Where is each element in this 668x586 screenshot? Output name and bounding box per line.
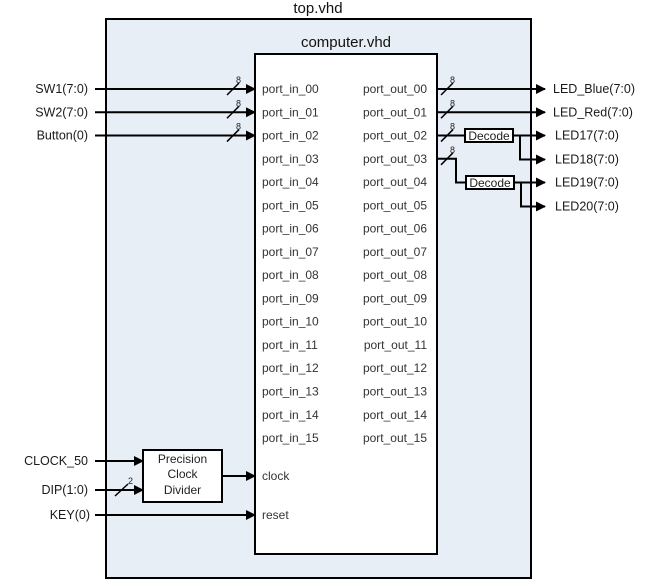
input-bus-slash (226, 105, 240, 119)
top-title: top.vhd (293, 0, 342, 17)
reset-port-label: reset (262, 508, 289, 522)
decoder-output-label: LED20(7:0) (555, 200, 619, 214)
decoder-output-wire (519, 135, 546, 165)
output-port-label: port_out_10 (363, 315, 427, 329)
output-bus-width: 8 (450, 75, 455, 85)
decoder-input-bus-slash (440, 152, 454, 166)
decode-block-label: Decode (469, 176, 511, 190)
clock-divider-block (142, 449, 223, 503)
input-port-label: port_in_10 (262, 315, 319, 329)
input-port-label: port_in_04 (262, 175, 319, 189)
output-port-label: port_out_06 (363, 222, 427, 236)
computer-title: computer.vhd (301, 34, 391, 51)
input-port-label: port_in_06 (262, 222, 319, 236)
output-port-label: port_out_13 (363, 385, 427, 399)
dip-bus-slash (114, 483, 129, 497)
decode-block-label: Decode (468, 129, 510, 143)
input-signal-label: SW2(7:0) (35, 105, 88, 119)
output-port-label: port_out_08 (363, 268, 427, 282)
input-port-label: port_in_03 (262, 152, 319, 166)
output-port-list: port_out_00 port_out_01 port_out_02 port_ou… (363, 82, 427, 445)
input-bus-slash (226, 129, 240, 143)
input-port-label: port_in_14 (262, 408, 319, 422)
dip-label: DIP(1:0) (41, 483, 88, 497)
output-port-label: port_out_00 (363, 82, 427, 96)
decoder-output-wire (520, 182, 546, 212)
output-port-label: port_out_15 (363, 431, 427, 445)
input-port-label: port_in_00 (262, 82, 319, 96)
output-signal-label: LED_Blue(7:0) (553, 82, 635, 96)
input-bus-width: 8 (236, 75, 241, 85)
output-port-label: port_out_11 (364, 338, 427, 352)
decoder-input-bus-width: 8 (450, 145, 455, 155)
decoder-output-label: LED17(7:0) (555, 129, 619, 143)
input-port-label: port_in_15 (262, 431, 319, 445)
input-signal-label: Button(0) (37, 129, 88, 143)
decoder-input-bus-width: 8 (450, 122, 455, 132)
output-port-label: port_out_04 (363, 175, 427, 189)
input-port-list: port_in_00 port_in_01 port_in_02 port_in_03… (262, 82, 319, 445)
input-port-label: port_in_11 (262, 338, 318, 352)
decoder-input-bus-slash (440, 129, 454, 143)
clock-divider-label-3: Divider (164, 483, 201, 497)
dip-bus-width: 2 (128, 476, 133, 486)
input-bus-slash (226, 82, 240, 96)
input-port-label: port_in_01 (262, 105, 319, 119)
input-port-label: port_in_13 (262, 385, 319, 399)
input-port-label: port_in_08 (262, 268, 319, 282)
output-port-label: port_out_12 (363, 361, 427, 375)
output-port-label: port_out_07 (363, 245, 427, 259)
decoder-output-label: LED18(7:0) (555, 153, 619, 167)
computer-entity-box (254, 53, 438, 555)
output-port-label: port_out_02 (363, 129, 427, 143)
key-label: KEY(0) (50, 508, 90, 522)
input-port-label: port_in_12 (262, 361, 319, 375)
output-bus-slash (440, 82, 454, 96)
output-bus-width: 8 (450, 98, 455, 108)
output-port-label: port_out_01 (363, 105, 427, 119)
clock-port-label: clock (262, 469, 290, 483)
output-signal-label: LED_Red(7:0) (553, 105, 633, 119)
output-port-label: port_out_03 (363, 152, 427, 166)
input-port-label: port_in_02 (262, 129, 319, 143)
input-port-label: port_in_09 (262, 291, 319, 305)
decoder-output-label: LED19(7:0) (555, 176, 619, 190)
clock50-label: CLOCK_50 (24, 454, 88, 468)
clock-divider-label-2: Clock (167, 467, 198, 481)
input-bus-width: 8 (236, 122, 241, 132)
input-bus-width: 8 (236, 98, 241, 108)
wiring: SW1(7:0)8SW2(7:0)8Button(0)88LED_Blue(7:… (35, 75, 635, 214)
input-port-label: port_in_07 (262, 245, 319, 259)
input-signal-label: SW1(7:0) (35, 82, 88, 96)
output-port-label: port_out_14 (363, 408, 427, 422)
output-port-label: port_out_09 (363, 291, 427, 305)
output-bus-slash (440, 105, 454, 119)
clock-divider-label-1: Precision (158, 452, 207, 466)
output-port-label: port_out_05 (363, 198, 427, 212)
input-port-label: port_in_05 (262, 198, 319, 212)
